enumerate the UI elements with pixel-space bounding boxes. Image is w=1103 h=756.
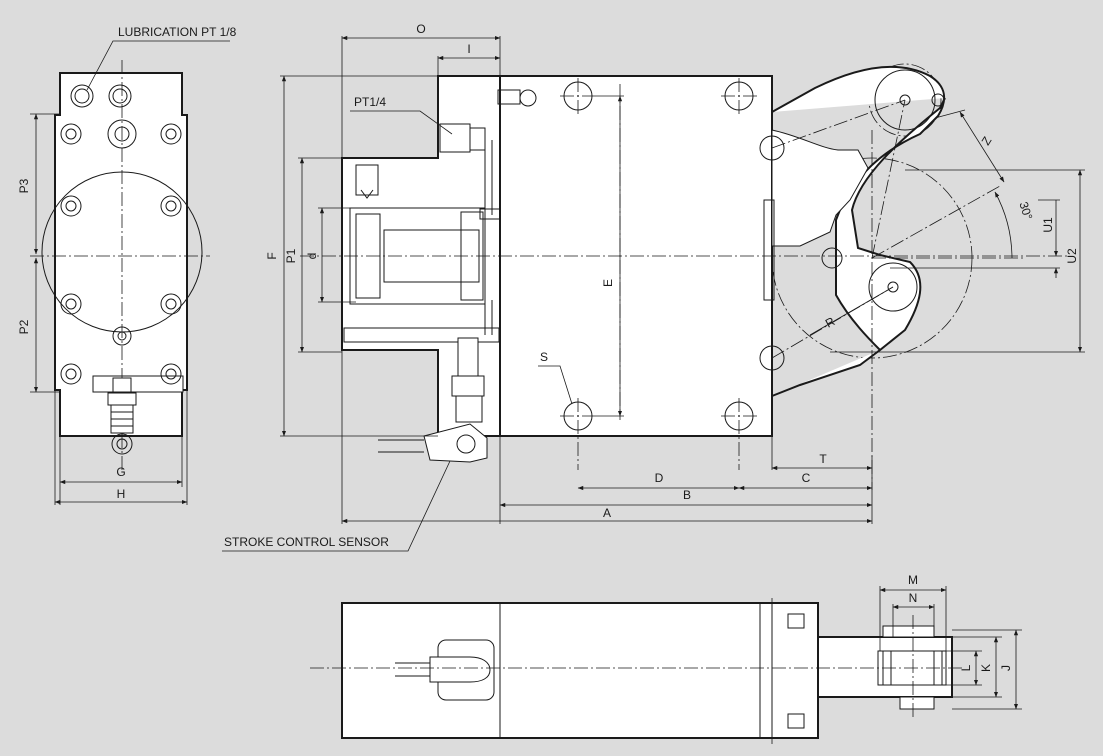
lubrication-note: LUBRICATION PT 1/8 bbox=[118, 25, 237, 39]
dim-d-label: d bbox=[305, 253, 319, 260]
end-view-bolts bbox=[60, 84, 182, 385]
pt14-note: PT1/4 bbox=[354, 95, 386, 109]
dim-g-label: G bbox=[116, 465, 125, 479]
angle-label: 30° bbox=[1016, 200, 1035, 222]
dim-m-label: M bbox=[908, 573, 918, 587]
pt14-leader bbox=[350, 110, 453, 135]
dim-e-label: E bbox=[601, 279, 615, 287]
dim-p1-label: P1 bbox=[284, 248, 298, 263]
dim-f-label: F bbox=[265, 252, 279, 259]
stroke-sensor bbox=[378, 337, 488, 463]
top-view: M N J K L bbox=[310, 573, 1022, 745]
end-view: LUBRICATION PT 1/8 P3 P2 G H bbox=[17, 25, 237, 505]
dim-g-h bbox=[54, 390, 188, 505]
dim-p3-label: P3 bbox=[17, 178, 31, 193]
lubrication-leader bbox=[86, 40, 230, 91]
dim-t-label: T bbox=[819, 452, 827, 466]
dim-j-label: J bbox=[999, 665, 1013, 671]
end-view-sensor bbox=[107, 377, 137, 455]
dim-u2-label: U2 bbox=[1065, 248, 1079, 264]
top-view-body bbox=[341, 602, 819, 739]
dim-s-label: S bbox=[540, 350, 548, 364]
dim-p2-label: P2 bbox=[17, 319, 31, 334]
dim-b-label: B bbox=[683, 488, 691, 502]
dim-k-label: K bbox=[979, 664, 993, 672]
top-view-arm bbox=[817, 636, 953, 698]
dim-i-label: I bbox=[467, 42, 470, 56]
dim-p3-p2 bbox=[30, 113, 60, 393]
plate-holes bbox=[560, 78, 757, 470]
front-view: STROKE CONTROL SENSOR PT1/4 O I F P1 d E… bbox=[222, 22, 1085, 552]
dim-n-label: N bbox=[909, 591, 918, 605]
dim-h-label: H bbox=[117, 487, 126, 501]
dim-l-label: L bbox=[959, 664, 973, 671]
clamp-arm bbox=[771, 66, 946, 397]
dim-o-label: O bbox=[416, 22, 425, 36]
dim-r-label: R bbox=[823, 314, 838, 331]
sensor-leader bbox=[222, 460, 451, 552]
dim-c-label: C bbox=[802, 471, 811, 485]
dim-a-label: A bbox=[603, 506, 611, 520]
dim-d-upper-label: D bbox=[655, 471, 664, 485]
sensor-note: STROKE CONTROL SENSOR bbox=[224, 535, 389, 549]
dim-u1-label: U1 bbox=[1041, 217, 1055, 233]
